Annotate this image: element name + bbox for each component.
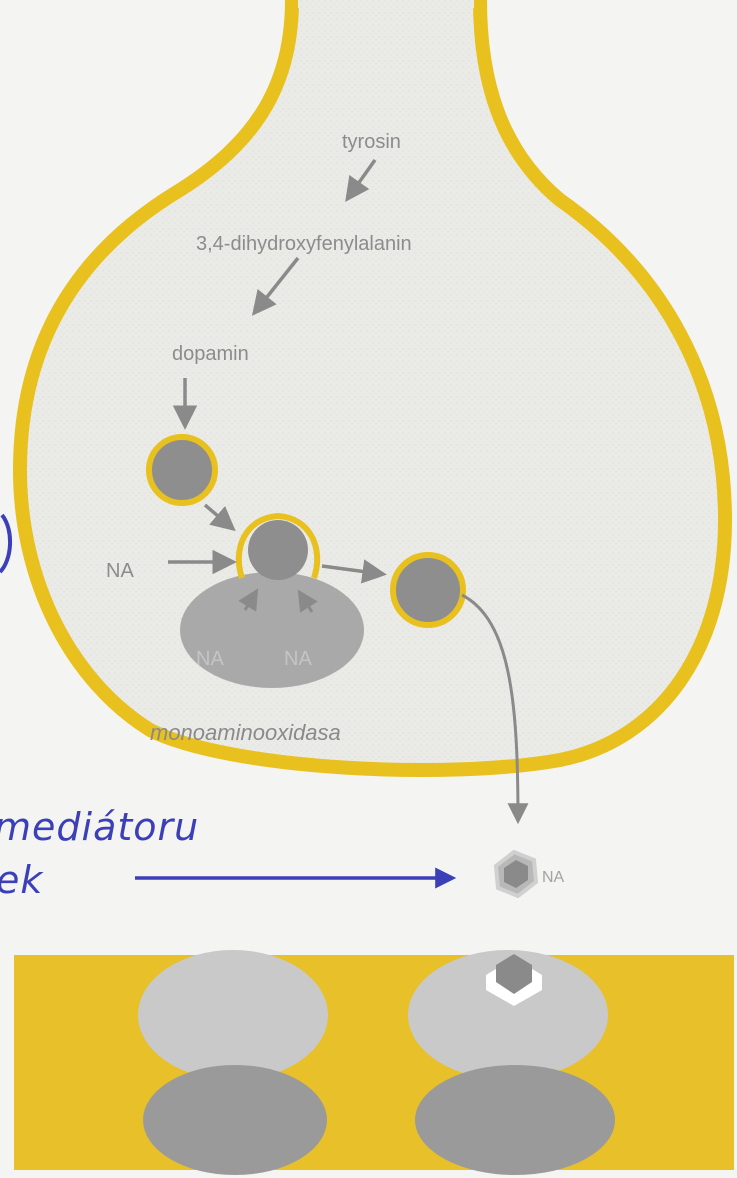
label-monoamine-oxidase: monoaminooxidasa xyxy=(150,720,341,745)
receptor-left-lower xyxy=(143,1065,327,1175)
released-na-molecule xyxy=(496,852,536,896)
receptor-right-lower xyxy=(415,1065,615,1175)
na-storage-granule xyxy=(180,572,364,688)
label-na-released: NA xyxy=(542,869,565,886)
handwritten-annotation-line2: ek xyxy=(0,858,44,902)
vesicle-loading xyxy=(248,520,308,580)
presynaptic-membrane xyxy=(20,0,725,770)
handwritten-annotation-line1: mediátoru xyxy=(0,805,199,849)
label-dopa: 3,4-dihydroxyfenylalanin xyxy=(196,233,412,255)
handwritten-bracket xyxy=(0,515,10,572)
postsynaptic-band xyxy=(14,955,734,1170)
postsynaptic-membrane xyxy=(14,950,734,1175)
axon-opening xyxy=(298,0,474,8)
label-na-store-left: NA xyxy=(196,648,224,670)
vesicle-mature xyxy=(393,555,463,625)
label-na-store-right: NA xyxy=(284,648,312,670)
label-na-incoming: NA xyxy=(106,560,134,582)
label-tyrosine: tyrosin xyxy=(342,131,401,153)
receptor-left-upper xyxy=(138,950,328,1080)
vesicle-forming xyxy=(149,437,215,503)
label-dopamine: dopamin xyxy=(172,343,249,365)
